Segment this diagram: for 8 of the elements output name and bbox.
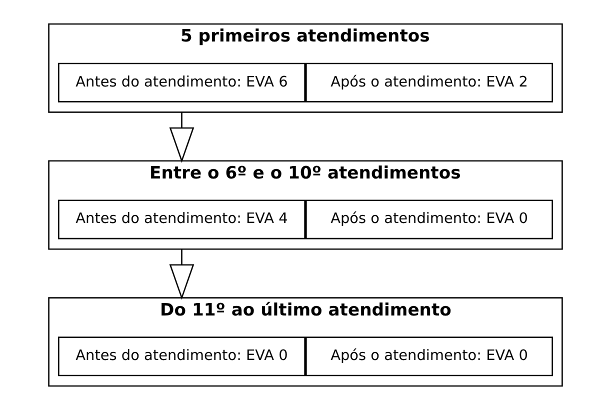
arrow <box>168 112 194 163</box>
node-box: Antes do atendimento: EVA 0 <box>58 336 305 376</box>
arrow <box>168 249 194 300</box>
node-box: Antes do atendimento: EVA 6 <box>58 62 305 102</box>
node-box: Após o atendimento: EVA 0 <box>305 200 552 240</box>
node-box: Após o atendimento: EVA 0 <box>305 336 552 376</box>
node-box: Após o atendimento: EVA 2 <box>305 62 552 102</box>
node-box: Antes do atendimento: EVA 4 <box>58 200 305 240</box>
